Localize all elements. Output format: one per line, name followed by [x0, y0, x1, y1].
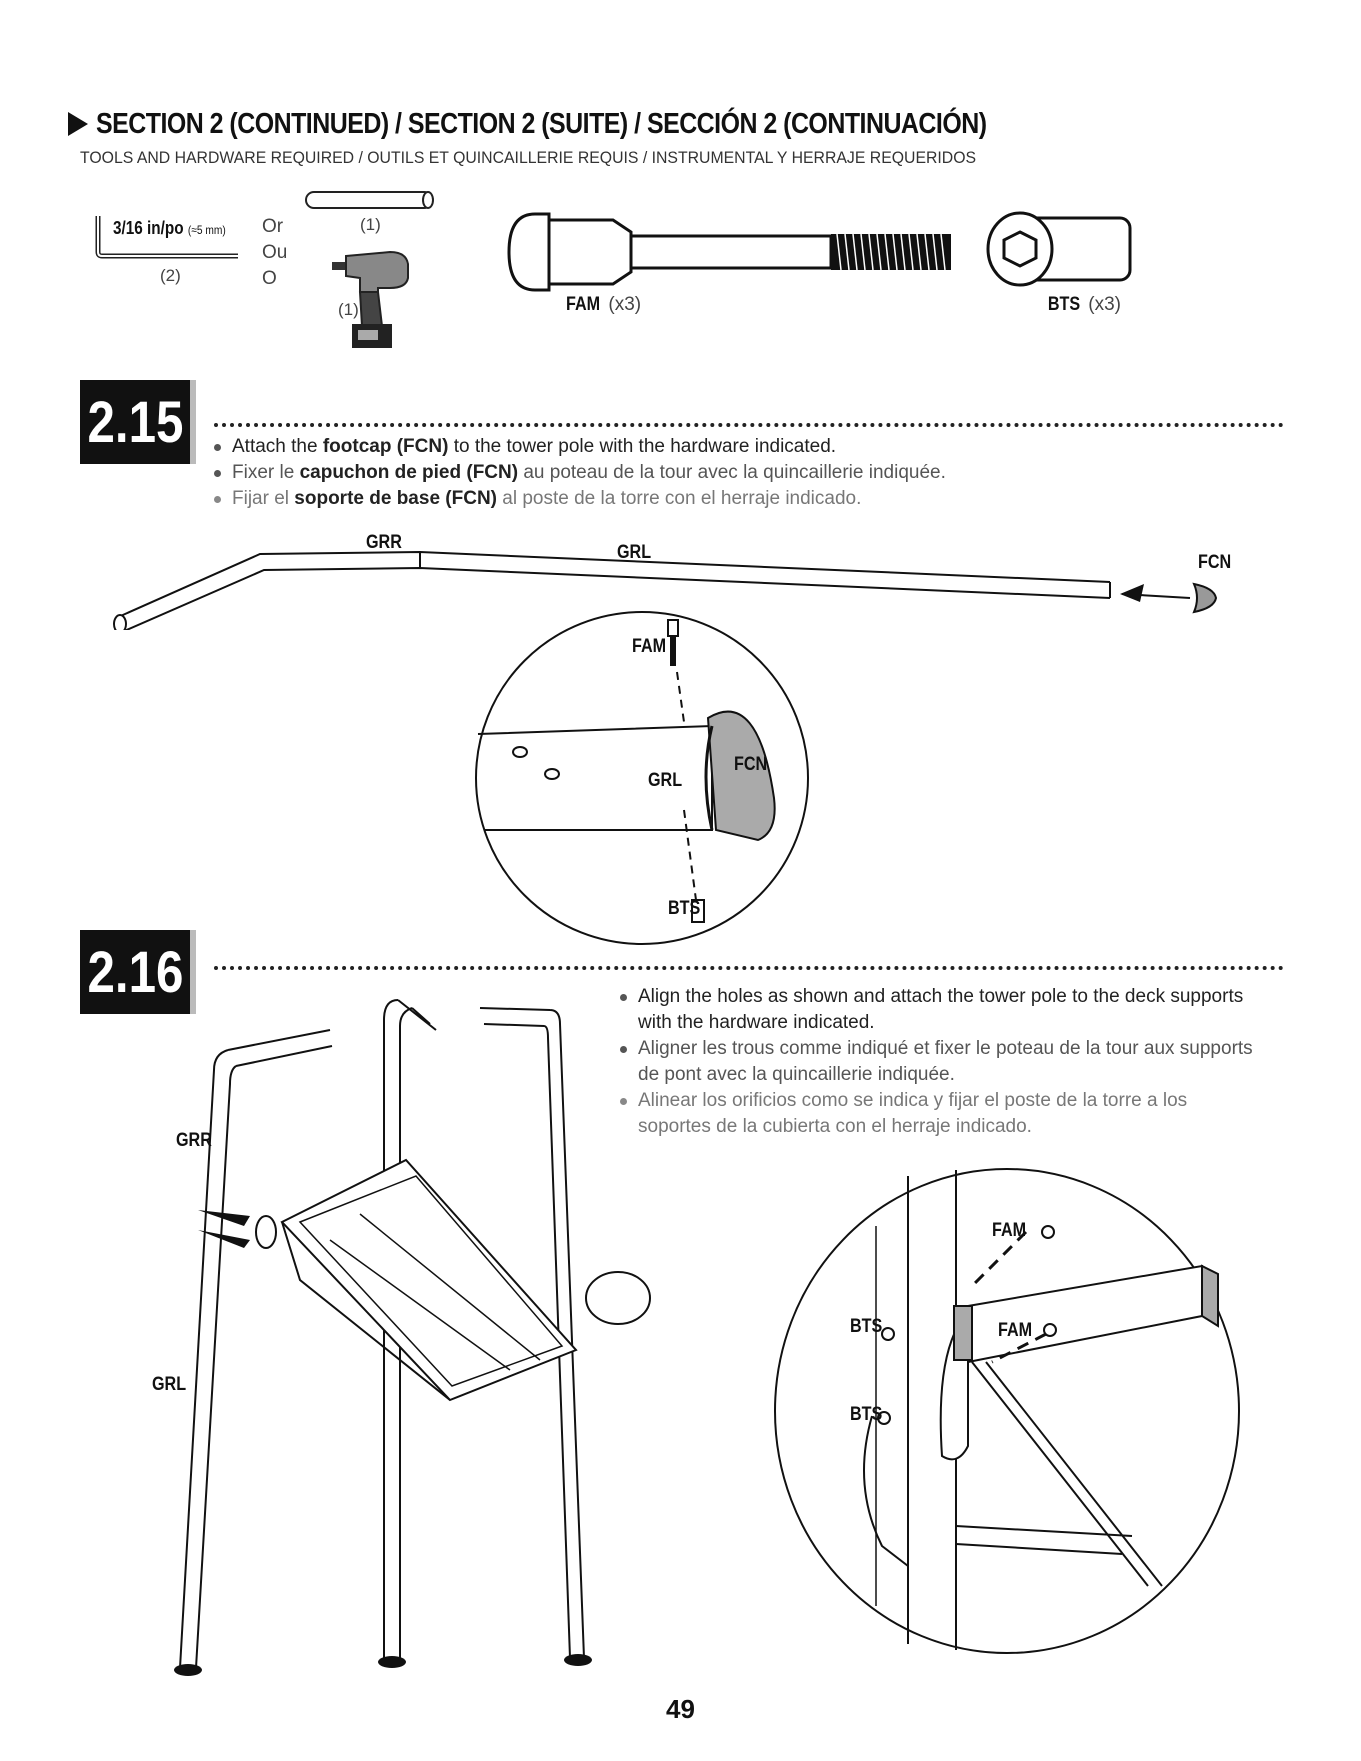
detail-label-bts-top: BTS: [850, 1316, 883, 1337]
tower-pole-illustration: [110, 540, 1240, 635]
allen-key-qty: (2): [160, 266, 181, 285]
allen-key-label: 3/16 in/po: [113, 218, 184, 238]
label-grr: GRR: [176, 1130, 212, 1151]
deck-support-detail-diagram: [774, 1168, 1240, 1654]
step-2-15-instructions: Attach the footcap (FCN) to the tower po…: [212, 434, 946, 512]
bts-code: BTS: [1047, 294, 1081, 315]
section-header: SECTION 2 (CONTINUED) / SECTION 2 (SUITE…: [68, 104, 1131, 144]
label-fcn: FCN: [1198, 552, 1232, 573]
detail-label-fam-top: FAM: [992, 1220, 1027, 1241]
or-fr: Ou: [262, 242, 288, 263]
label-grl: GRL: [617, 542, 652, 563]
dotted-divider: [214, 966, 1284, 970]
step-badge-2-15: 2.15: [80, 380, 190, 464]
instruction-fr: Fixer le capuchon de pied (FCN) au potea…: [212, 460, 946, 486]
section-title: SECTION 2 (CONTINUED) / SECTION 2 (SUITE…: [96, 107, 987, 140]
fam-bolt-illustration: [505, 206, 955, 303]
detail-label-bts-bottom: BTS: [850, 1404, 883, 1425]
detail-label-fcn: FCN: [734, 754, 768, 775]
or-es: O: [262, 268, 277, 289]
bts-bolt-illustration: [980, 206, 1140, 297]
detail-label-fam-mid: FAM: [998, 1320, 1033, 1341]
instruction-en: Align the holes as shown and attach the …: [618, 984, 1258, 1036]
page-number: 49: [666, 1694, 695, 1724]
drill-illustration: [330, 248, 420, 359]
allen-key-icon: [95, 216, 238, 259]
fam-code: FAM: [566, 294, 601, 315]
footcap-detail-diagram: [475, 611, 809, 945]
allen-key-metric: (≈5 mm): [187, 223, 226, 237]
instruction-fr: Aligner les trous comme indiqué et fixer…: [618, 1036, 1258, 1088]
detail-label-fam: FAM: [632, 636, 667, 657]
bts-bolt-icon: [986, 211, 1132, 287]
footcap-detail-view: [472, 608, 812, 953]
instruction-es: Alinear los orificios como se indica y f…: [618, 1088, 1258, 1140]
bts-hardware-label: BTS (x3): [1045, 294, 1121, 316]
label-grr: GRR: [366, 532, 402, 553]
bts-qty: (x3): [1088, 294, 1122, 315]
fam-bolt-icon: [507, 212, 951, 292]
allen-key-size: 3/16 in/po (≈5 mm): [113, 218, 226, 239]
tower-assembly-illustration: [150, 990, 710, 1695]
deck-support-detail-view: [772, 1166, 1242, 1661]
detail-label-grl: GRL: [648, 770, 683, 791]
step-number: 2.16: [87, 939, 183, 1005]
pin-qty: (1): [360, 215, 381, 234]
drill-qty: (1): [338, 300, 359, 319]
pin-illustration: [302, 188, 442, 219]
fam-qty: (x3): [608, 294, 642, 315]
instruction-en: Attach the footcap (FCN) to the tower po…: [212, 434, 946, 460]
step-badge-2-16: 2.16: [80, 930, 190, 1014]
detail-label-bts: BTS: [668, 898, 701, 919]
label-grl: GRL: [152, 1374, 187, 1395]
or-en: Or: [262, 216, 284, 237]
allen-key-illustration: [92, 212, 242, 260]
instruction-es: Fijar el soporte de base (FCN) al poste …: [212, 486, 946, 512]
tower-assembly-diagram: [174, 999, 651, 1676]
tools-hardware-subtitle: TOOLS AND HARDWARE REQUIRED / OUTILS ET …: [80, 148, 977, 167]
play-triangle-icon: [68, 112, 88, 136]
step-number: 2.15: [87, 389, 183, 455]
dotted-divider: [214, 423, 1284, 427]
or-labels: Or Ou O: [262, 214, 287, 292]
step-2-16-instructions: Align the holes as shown and attach the …: [618, 984, 1258, 1140]
drill-icon: [332, 250, 409, 348]
fam-hardware-label: FAM (x3): [563, 294, 641, 316]
pin-icon: [305, 191, 434, 209]
